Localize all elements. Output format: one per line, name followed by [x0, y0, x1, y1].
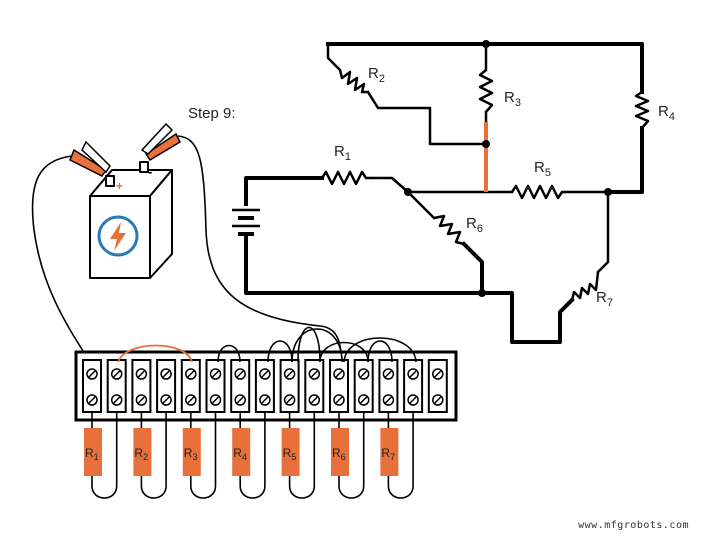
terminal-post: [254, 359, 275, 413]
resistor-lead: [239, 412, 266, 499]
terminal-post: [82, 359, 102, 413]
wire-r4-bottom: [606, 126, 644, 194]
terminal-post: [156, 359, 177, 413]
jumper-wire: [297, 326, 321, 363]
terminal-post: [205, 359, 226, 413]
label-r5: R5: [534, 159, 551, 179]
label-r2: R2: [368, 65, 385, 85]
resistor-leads: [91, 412, 414, 499]
wire-r6-top: [406, 190, 436, 220]
wire-top: [326, 42, 644, 94]
jumper-wire: [291, 328, 343, 363]
jumper-wires: [217, 326, 417, 363]
battery-minus: -: [148, 164, 152, 179]
wire-r6-bottom: [461, 241, 484, 295]
terminal-post: [230, 359, 251, 413]
step-label: Step 9:: [188, 105, 236, 122]
label-r4: R4: [658, 103, 675, 123]
label-r6: R6: [466, 215, 483, 235]
board-resistor-1: R1: [84, 428, 102, 476]
terminal-post: [131, 359, 152, 413]
alligator-clip-positive: [69, 140, 111, 177]
schematic-r3: [478, 69, 494, 113]
alligator-clip-negative: [140, 122, 181, 162]
schematic-r1: [320, 170, 372, 186]
jumper-wire: [319, 341, 369, 363]
jumper-wire: [267, 340, 293, 363]
battery: [89, 161, 173, 279]
resistor-lead: [190, 412, 217, 499]
schematic-r2: [338, 69, 368, 94]
junction-dot: [604, 188, 612, 196]
jumper-wire: [367, 340, 393, 363]
label-r7: R7: [596, 289, 613, 309]
board-resistors: R1 R2 R3 R4 R5 R6 R7: [84, 428, 399, 476]
schematic-r5: [510, 184, 566, 200]
board-resistor-label: R5: [283, 446, 297, 462]
terminal-post: [427, 359, 448, 413]
terminal-post: [353, 359, 374, 413]
jumper-wire: [217, 344, 241, 363]
board-resistor-label: R2: [134, 446, 148, 462]
junctions: [404, 40, 612, 297]
watermark: www.mfgrobots.com: [578, 520, 689, 531]
battery-plus: +: [116, 179, 123, 193]
schematic-r7: [570, 271, 600, 301]
board-resistor-label: R7: [381, 446, 395, 462]
wire-left-top: [244, 176, 324, 206]
wire-r1-right: [370, 176, 514, 194]
board-resistor-label: R3: [184, 446, 198, 462]
terminal-post: [279, 359, 300, 413]
board-resistor-7: R7: [380, 428, 399, 476]
schematic-battery: [232, 208, 260, 236]
terminal-post: [106, 359, 127, 413]
schematic-r4: [634, 90, 650, 129]
wire-left-bottom: [244, 234, 484, 295]
wire-r7-top: [596, 190, 610, 274]
terminal-negative: [139, 161, 149, 173]
resistor-lead: [140, 412, 167, 499]
terminal-post: [329, 359, 349, 413]
schematic: [244, 42, 644, 344]
board-resistor-label: R4: [233, 446, 247, 462]
terminal-posts: [82, 359, 448, 413]
resistor-lead: [91, 412, 118, 499]
terminal-positive: [105, 175, 115, 187]
junction-dot: [404, 188, 412, 196]
board-resistor-label: R6: [332, 446, 346, 462]
board-resistor-4: R4: [232, 428, 251, 476]
lead-negative: [177, 135, 343, 363]
lead-positive: [31, 155, 91, 363]
jumper-wire: [343, 337, 417, 363]
terminal-post: [378, 359, 399, 413]
label-r1: R1: [334, 143, 351, 163]
board-resistor-label: R1: [85, 446, 99, 462]
jumper-wire-highlight: [117, 344, 193, 363]
resistor-lead: [338, 412, 365, 499]
terminal-post: [403, 359, 424, 413]
wire-r2-branch: [326, 42, 342, 72]
wire-r2-out: [366, 90, 488, 146]
board-resistor-3: R3: [182, 428, 201, 476]
lightning-icon: [97, 215, 139, 257]
label-r3: R3: [504, 89, 521, 109]
wire-bottom-loop: [480, 291, 575, 344]
terminal-post: [304, 359, 325, 413]
junction-dot: [478, 289, 486, 297]
schematic-r6: [433, 214, 465, 246]
resistor-lead: [387, 412, 414, 499]
junction-dot: [482, 40, 490, 48]
board-resistor-5: R5: [281, 428, 300, 476]
board-resistor-6: R6: [331, 428, 349, 476]
junction-dot: [482, 140, 490, 148]
resistor-lead: [288, 412, 316, 499]
terminal-post: [180, 359, 201, 413]
board-resistor-2: R2: [133, 428, 152, 476]
